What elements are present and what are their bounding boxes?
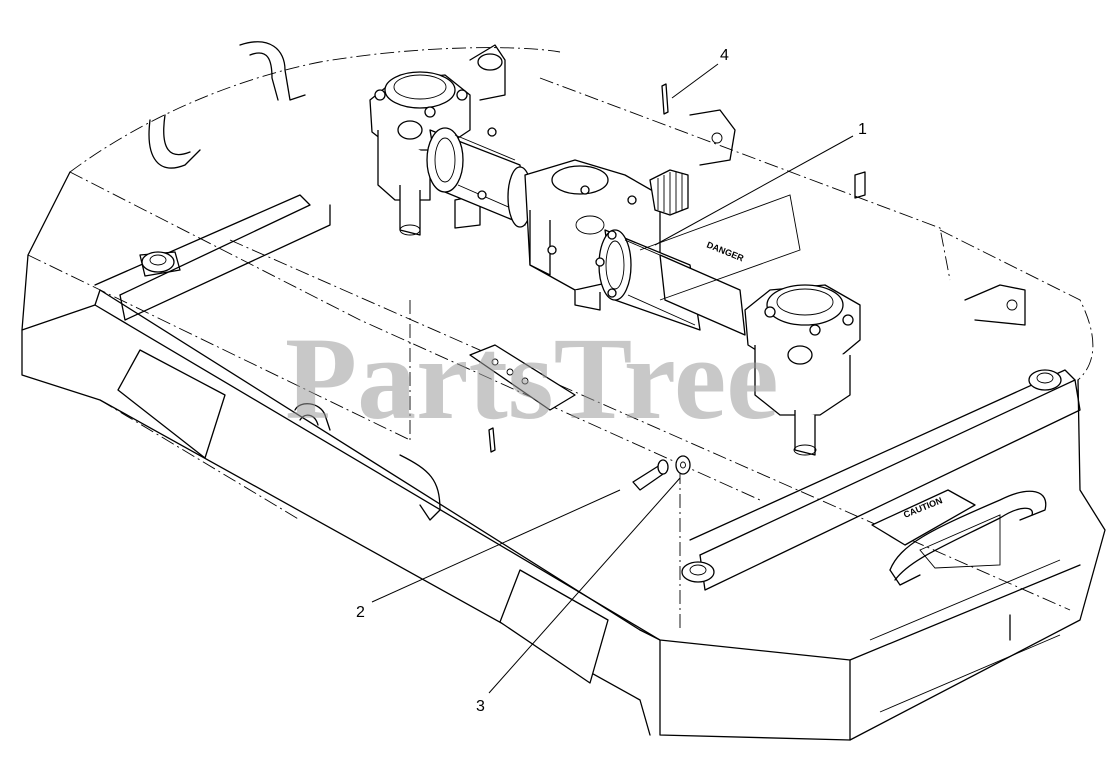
left-rail [94,194,331,321]
leader-lines [371,63,854,694]
right-rail [469,44,1081,591]
partstree-watermark: PartsTree [285,313,779,444]
part-3-washer [675,455,691,475]
leader-4 [671,63,719,99]
part-4-spring-pin [661,83,669,115]
driveshaft-left [426,127,533,228]
gearbox-right [744,284,861,456]
callout-3[interactable]: 3 [476,698,485,715]
handle-left-bottom [294,403,441,521]
input-shaft [649,169,689,216]
callout-4[interactable]: 4 [720,47,729,64]
part-2-bolt [632,459,669,491]
danger-decal-text: DANGER [705,240,745,264]
leader-3 [488,477,681,694]
handle-left-top [148,41,306,169]
callout-2[interactable]: 2 [356,604,365,621]
callout-1[interactable]: 1 [858,121,867,138]
small-pin [488,427,496,453]
deck-body [21,47,1106,741]
leader-2 [371,489,621,603]
leader-1 [654,135,854,246]
handle-right [889,490,1047,586]
driveshaft-right [595,229,746,336]
